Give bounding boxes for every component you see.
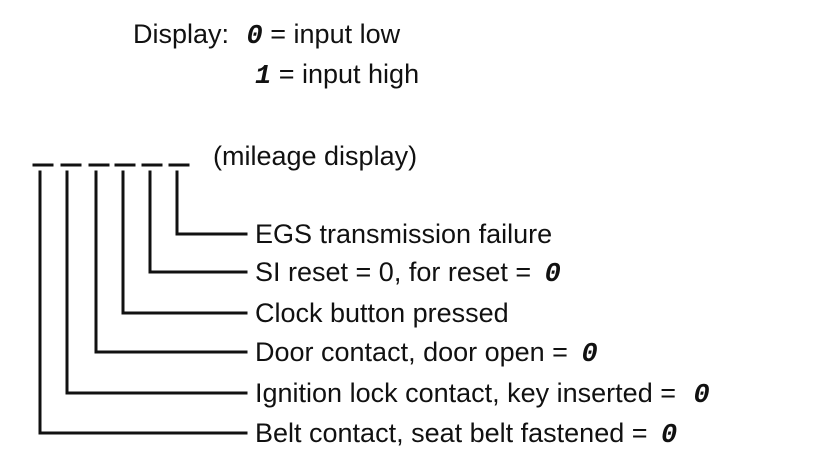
bit-label-door: Door contact, door open = 0 — [255, 336, 598, 371]
leader-egs — [175, 170, 248, 236]
bit-value: 0 — [581, 340, 598, 370]
bit-label-text: Belt contact, seat belt fastened = — [255, 418, 648, 448]
bit-label-clock: Clock button pressed — [255, 297, 509, 329]
high-description: = input high — [278, 59, 420, 89]
display-legend-prefix: Display: — [133, 19, 230, 49]
bit-value: 0 — [661, 421, 678, 451]
leader-belt — [38, 170, 248, 435]
bit-label-text: SI reset = 0, for reset = — [255, 257, 532, 287]
leader-si-reset — [148, 170, 248, 274]
mileage-label: (mileage display) — [213, 141, 418, 171]
bit-label-text: Clock button pressed — [255, 298, 509, 328]
bit-value: 0 — [693, 381, 710, 411]
leader-clock — [121, 170, 248, 315]
bit-label-egs: EGS transmission failure — [255, 218, 552, 250]
display-legend-low: Display: 0 = input low — [133, 18, 400, 53]
bit-label-text: Ignition lock contact, key inserted = — [255, 378, 676, 408]
display-legend-high: 1 = input high — [255, 58, 419, 93]
high-digit: 1 — [255, 62, 272, 92]
leader-door — [94, 170, 248, 354]
low-digit: 0 — [246, 22, 263, 52]
bit-value: 0 — [544, 260, 561, 290]
low-description: = input low — [270, 19, 401, 49]
bit-label-text: Door contact, door open = — [255, 337, 568, 367]
leader-ignition — [65, 170, 248, 395]
bit-label-si-reset: SI reset = 0, for reset = 0 — [255, 256, 561, 291]
bit-label-ignition: Ignition lock contact, key inserted = 0 — [255, 377, 710, 412]
bit-label-text: EGS transmission failure — [255, 219, 553, 249]
bit-label-belt: Belt contact, seat belt fastened = 0 — [255, 417, 677, 452]
